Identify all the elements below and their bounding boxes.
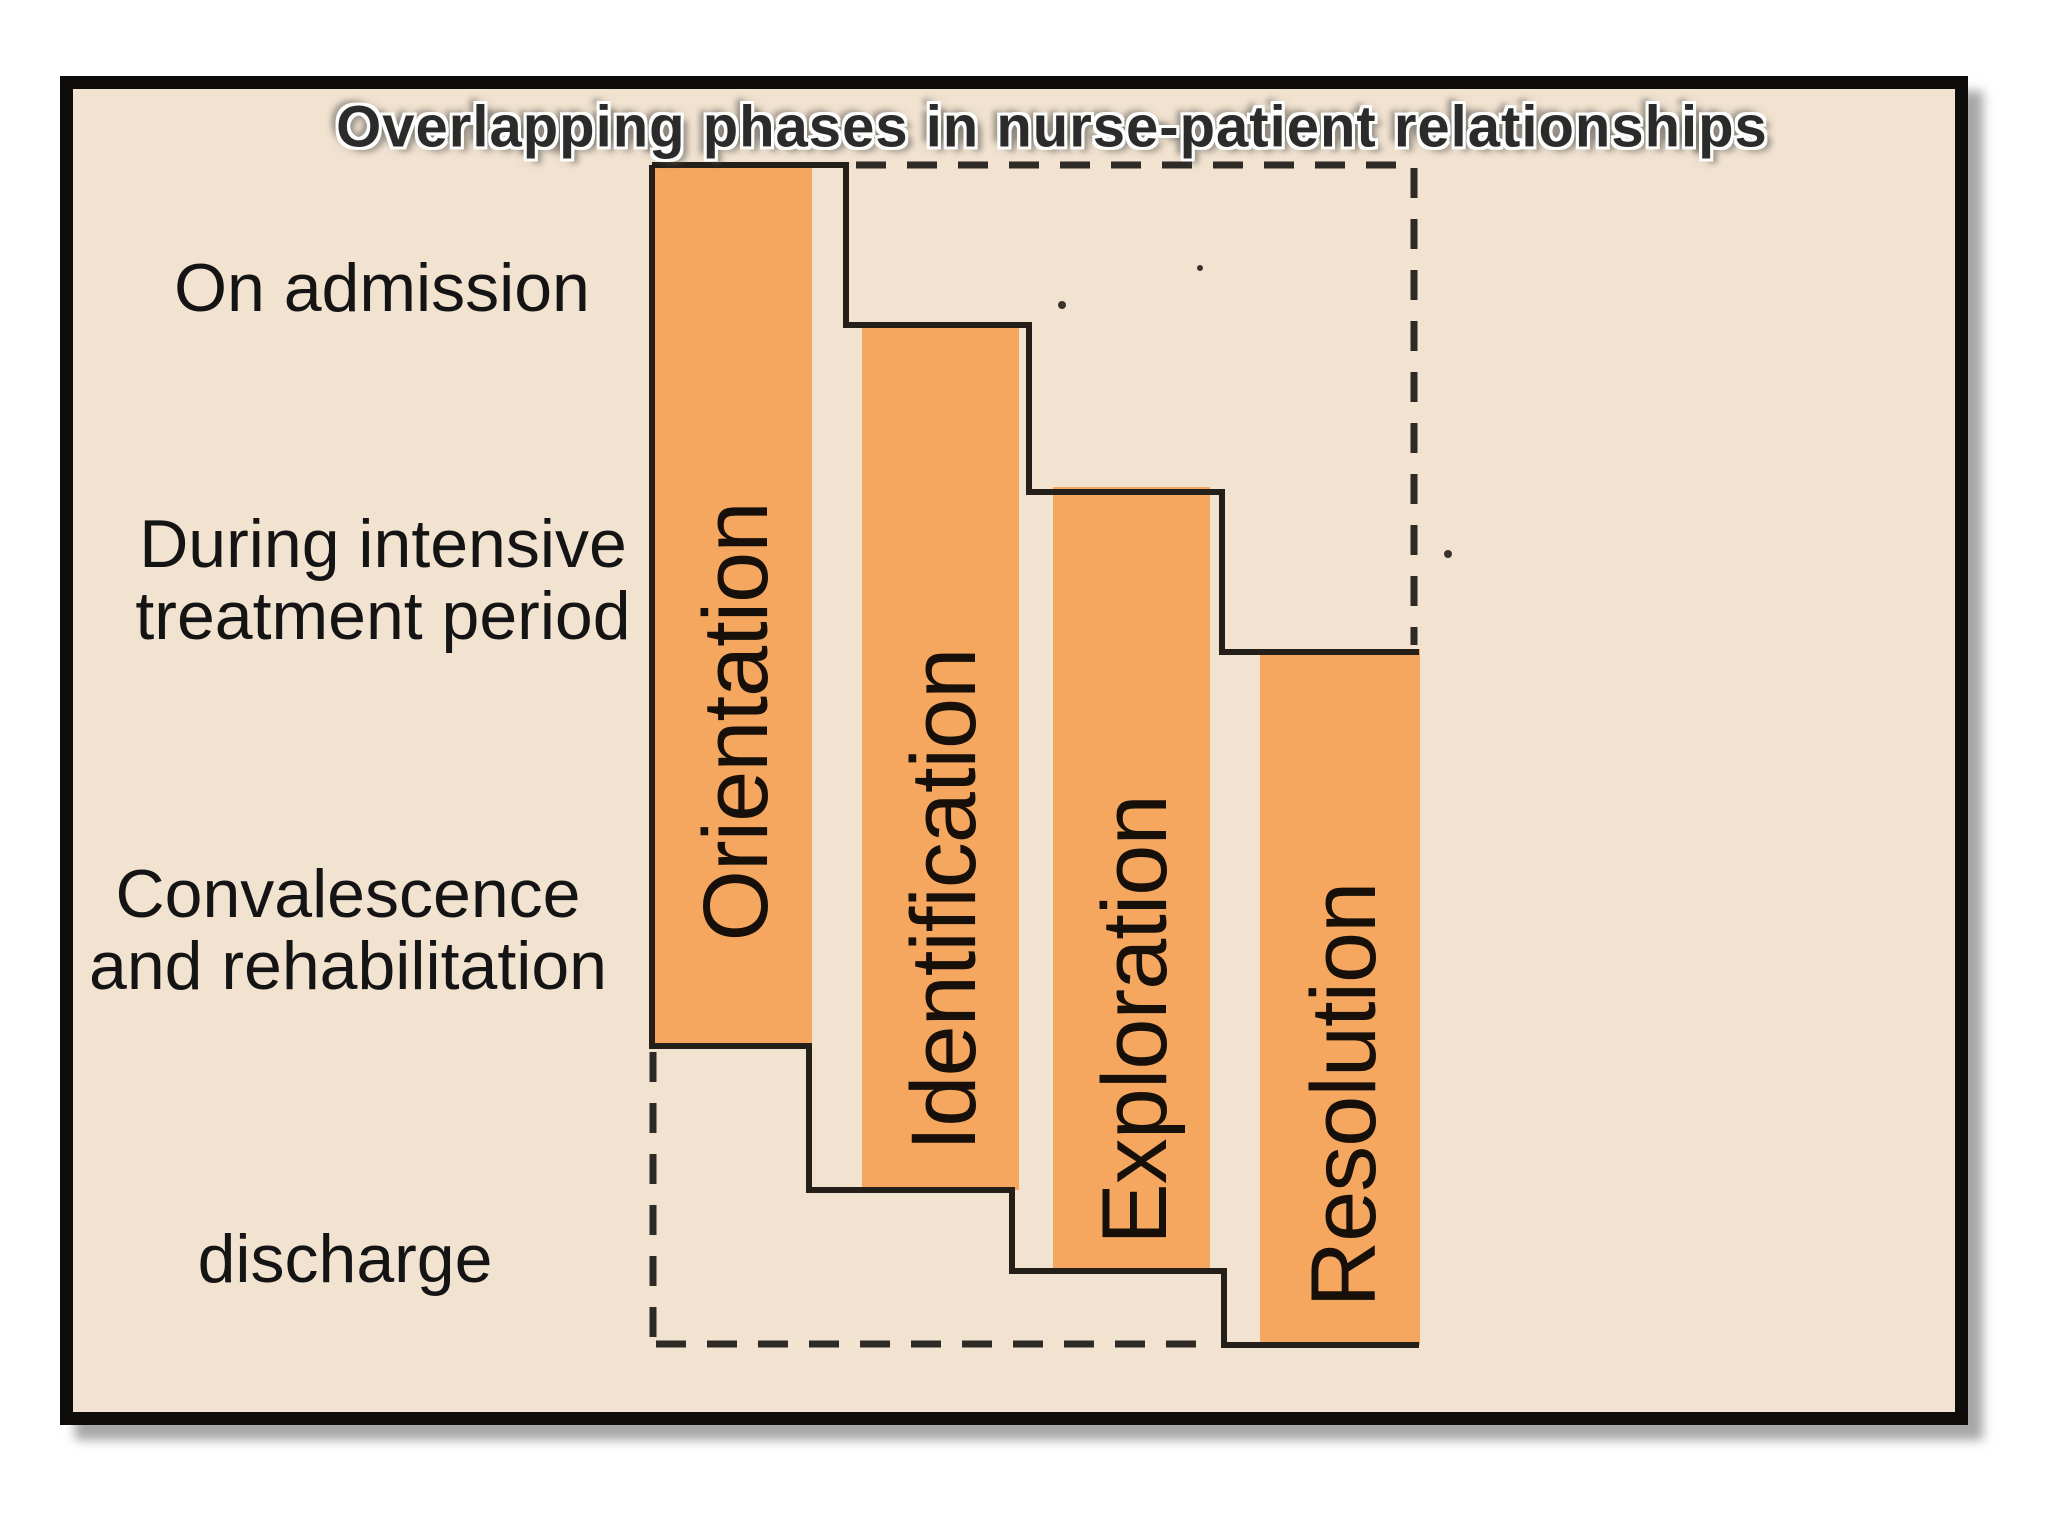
timeline-label-line: On admission [174,250,590,326]
speck-dot-1 [1058,301,1066,309]
page-title: Overlapping phases in nurse-patient rela… [336,94,1768,160]
phase-label-resolution: Resolution [1293,883,1395,1308]
phase-label-identification: Identification [893,649,995,1152]
timeline-label-line: treatment period [135,578,631,654]
timeline-label-line: During intensive [139,506,627,582]
outer-frame: Orientation Identification Exploration R… [60,76,1968,1425]
step-line-bottom [649,165,1419,1348]
timeline-label-line: Convalescence [115,856,581,932]
step-line-top [652,162,1419,655]
speck-dot-2 [1197,265,1203,271]
speck-dot-3 [1444,550,1452,558]
timeline-label-line: and rehabilitation [89,928,607,1004]
phase-bar-exploration [1053,487,1210,1271]
phases-diagram: Orientation Identification Exploration R… [73,89,1955,1412]
timeline-label-discharge: discharge [198,1223,493,1295]
timeline-label-line: discharge [197,1221,493,1297]
timeline-label-on-admission: On admission [174,252,590,324]
timeline-label-during-treatment: During intensive treatment period [135,508,630,652]
phase-bar-identification [862,322,1019,1190]
phase-label-exploration: Exploration [1084,795,1186,1244]
timeline-label-convalescence: Convalescence and rehabilitation [89,858,607,1002]
phase-bar-resolution [1260,649,1420,1345]
phase-label-orientation: Orientation [685,502,787,941]
phase-bar-orientation [652,162,812,1046]
